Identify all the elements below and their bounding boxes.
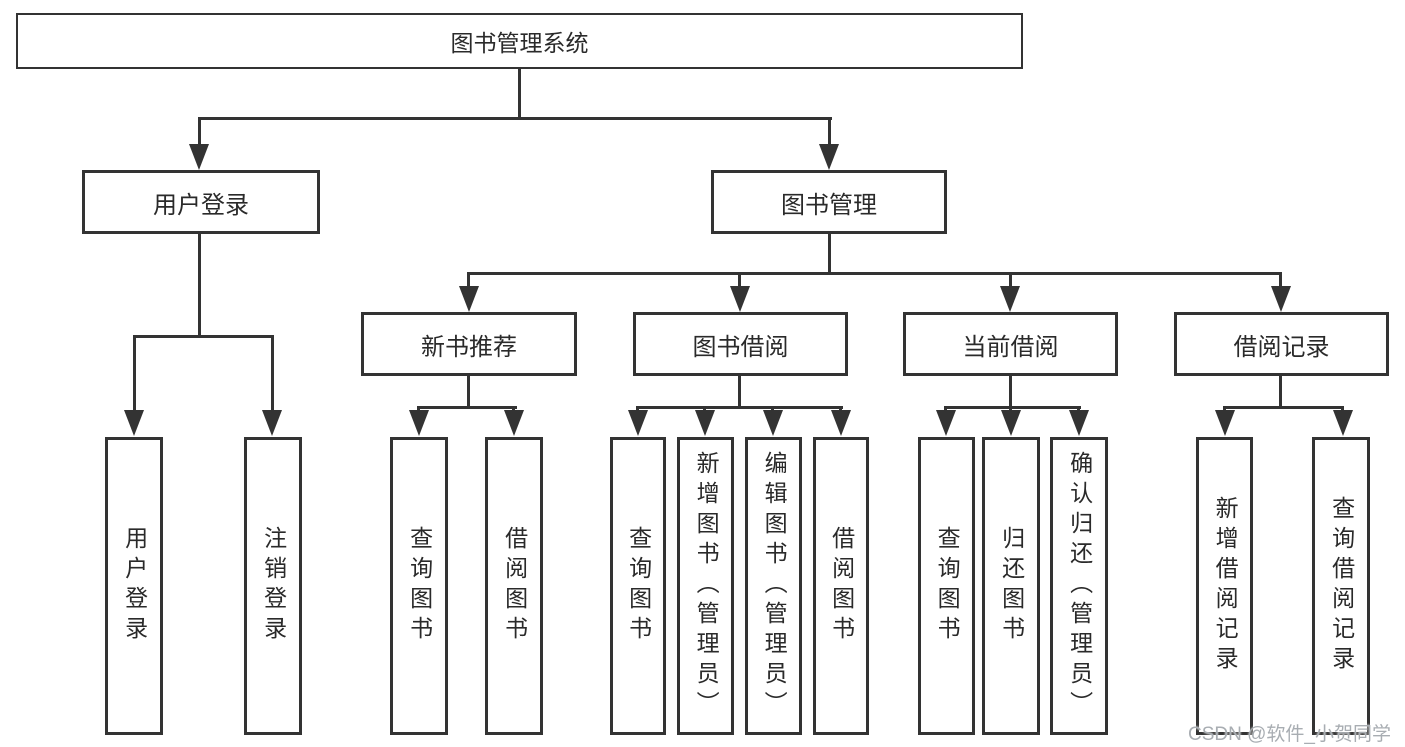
connector-borrow-branch bbox=[636, 406, 843, 409]
connector-user-login-branch bbox=[133, 335, 274, 338]
connector-recommend-branch bbox=[417, 406, 517, 409]
arrow-down-icon bbox=[124, 410, 144, 436]
leaf-return-books: 归还图书 bbox=[982, 437, 1040, 735]
node-new-book-recommendation: 新书推荐 bbox=[361, 312, 577, 376]
node-book-management: 图书管理 bbox=[711, 170, 947, 234]
arrow-down-icon bbox=[1333, 410, 1353, 436]
arrow-down-icon bbox=[1271, 286, 1291, 312]
leaf-label: 用户登录 bbox=[121, 526, 148, 646]
leaf-query-books-recommend: 查询图书 bbox=[390, 437, 448, 735]
leaf-add-books-admin: 新增图书（管理员） bbox=[677, 437, 734, 735]
connector-drop-line bbox=[198, 117, 201, 147]
csdn-watermark: CSDN @软件_小贺同学 bbox=[1188, 724, 1391, 745]
connector-recommend-stem bbox=[467, 375, 470, 407]
leaf-label: 新增借阅记录 bbox=[1212, 496, 1239, 676]
arrow-down-icon bbox=[831, 410, 851, 436]
connector-book-mgmt-branch bbox=[467, 272, 1282, 275]
arrow-down-icon bbox=[262, 410, 282, 436]
leaf-borrow-books-recommend: 借阅图书 bbox=[485, 437, 543, 735]
node-borrowing-records: 借阅记录 bbox=[1174, 312, 1389, 376]
leaf-query-books-borrow: 查询图书 bbox=[610, 437, 666, 735]
connector-root-branch bbox=[198, 117, 832, 120]
arrow-down-icon bbox=[819, 144, 839, 170]
leaf-query-borrow-record: 查询借阅记录 bbox=[1312, 437, 1370, 735]
leaf-label: 查询图书 bbox=[625, 526, 652, 646]
arrow-down-icon bbox=[409, 410, 429, 436]
arrow-down-icon bbox=[695, 410, 715, 436]
leaf-add-borrow-record: 新增借阅记录 bbox=[1196, 437, 1253, 735]
connector-drop-line bbox=[271, 335, 274, 413]
connector-records-stem bbox=[1279, 375, 1282, 407]
leaf-user-login: 用户登录 bbox=[105, 437, 163, 735]
leaf-confirm-return-admin: 确认归还（管理员） bbox=[1050, 437, 1108, 735]
connector-drop-line bbox=[828, 117, 831, 147]
leaf-label: 查询图书 bbox=[406, 526, 433, 646]
arrow-down-icon bbox=[763, 410, 783, 436]
leaf-label: 查询图书 bbox=[934, 526, 961, 646]
node-user-login: 用户登录 bbox=[82, 170, 320, 234]
connector-drop-line bbox=[133, 335, 136, 413]
leaf-label: 归还图书 bbox=[998, 526, 1025, 646]
node-book-borrowing: 图书借阅 bbox=[633, 312, 848, 376]
arrow-down-icon bbox=[504, 410, 524, 436]
arrow-down-icon bbox=[628, 410, 648, 436]
connector-root-stem bbox=[518, 68, 521, 119]
leaf-logout-login: 注销登录 bbox=[244, 437, 302, 735]
connector-records-branch bbox=[1223, 406, 1344, 409]
node-current-borrowing: 当前借阅 bbox=[903, 312, 1118, 376]
connector-drop-line bbox=[467, 272, 470, 289]
arrow-down-icon bbox=[1069, 410, 1089, 436]
connector-drop-line bbox=[1279, 272, 1282, 289]
leaf-label: 借阅图书 bbox=[501, 526, 528, 646]
arrow-down-icon bbox=[1001, 410, 1021, 436]
connector-user-login-stem bbox=[198, 233, 201, 336]
connector-borrow-stem bbox=[738, 375, 741, 407]
leaf-edit-books-admin: 编辑图书（管理员） bbox=[745, 437, 802, 735]
connector-current-branch bbox=[944, 406, 1081, 409]
leaf-label: 注销登录 bbox=[260, 526, 287, 646]
arrow-down-icon bbox=[1215, 410, 1235, 436]
leaf-label: 编辑图书（管理员） bbox=[761, 451, 788, 721]
node-book-management-system: 图书管理系统 bbox=[16, 13, 1023, 69]
arrow-down-icon bbox=[459, 286, 479, 312]
leaf-label: 查询借阅记录 bbox=[1328, 496, 1355, 676]
leaf-label: 确认归还（管理员） bbox=[1066, 451, 1093, 721]
leaf-borrow-books-borrow: 借阅图书 bbox=[813, 437, 869, 735]
connector-drop-line bbox=[738, 272, 741, 289]
arrow-down-icon bbox=[1000, 286, 1020, 312]
leaf-query-books-current: 查询图书 bbox=[918, 437, 975, 735]
arrow-down-icon bbox=[936, 410, 956, 436]
connector-drop-line bbox=[1009, 272, 1012, 289]
leaf-label: 借阅图书 bbox=[828, 526, 855, 646]
arrow-down-icon bbox=[189, 144, 209, 170]
leaf-label: 新增图书（管理员） bbox=[693, 451, 720, 721]
connector-current-stem bbox=[1009, 375, 1012, 407]
connector-book-mgmt-stem bbox=[828, 233, 831, 274]
arrow-down-icon bbox=[730, 286, 750, 312]
